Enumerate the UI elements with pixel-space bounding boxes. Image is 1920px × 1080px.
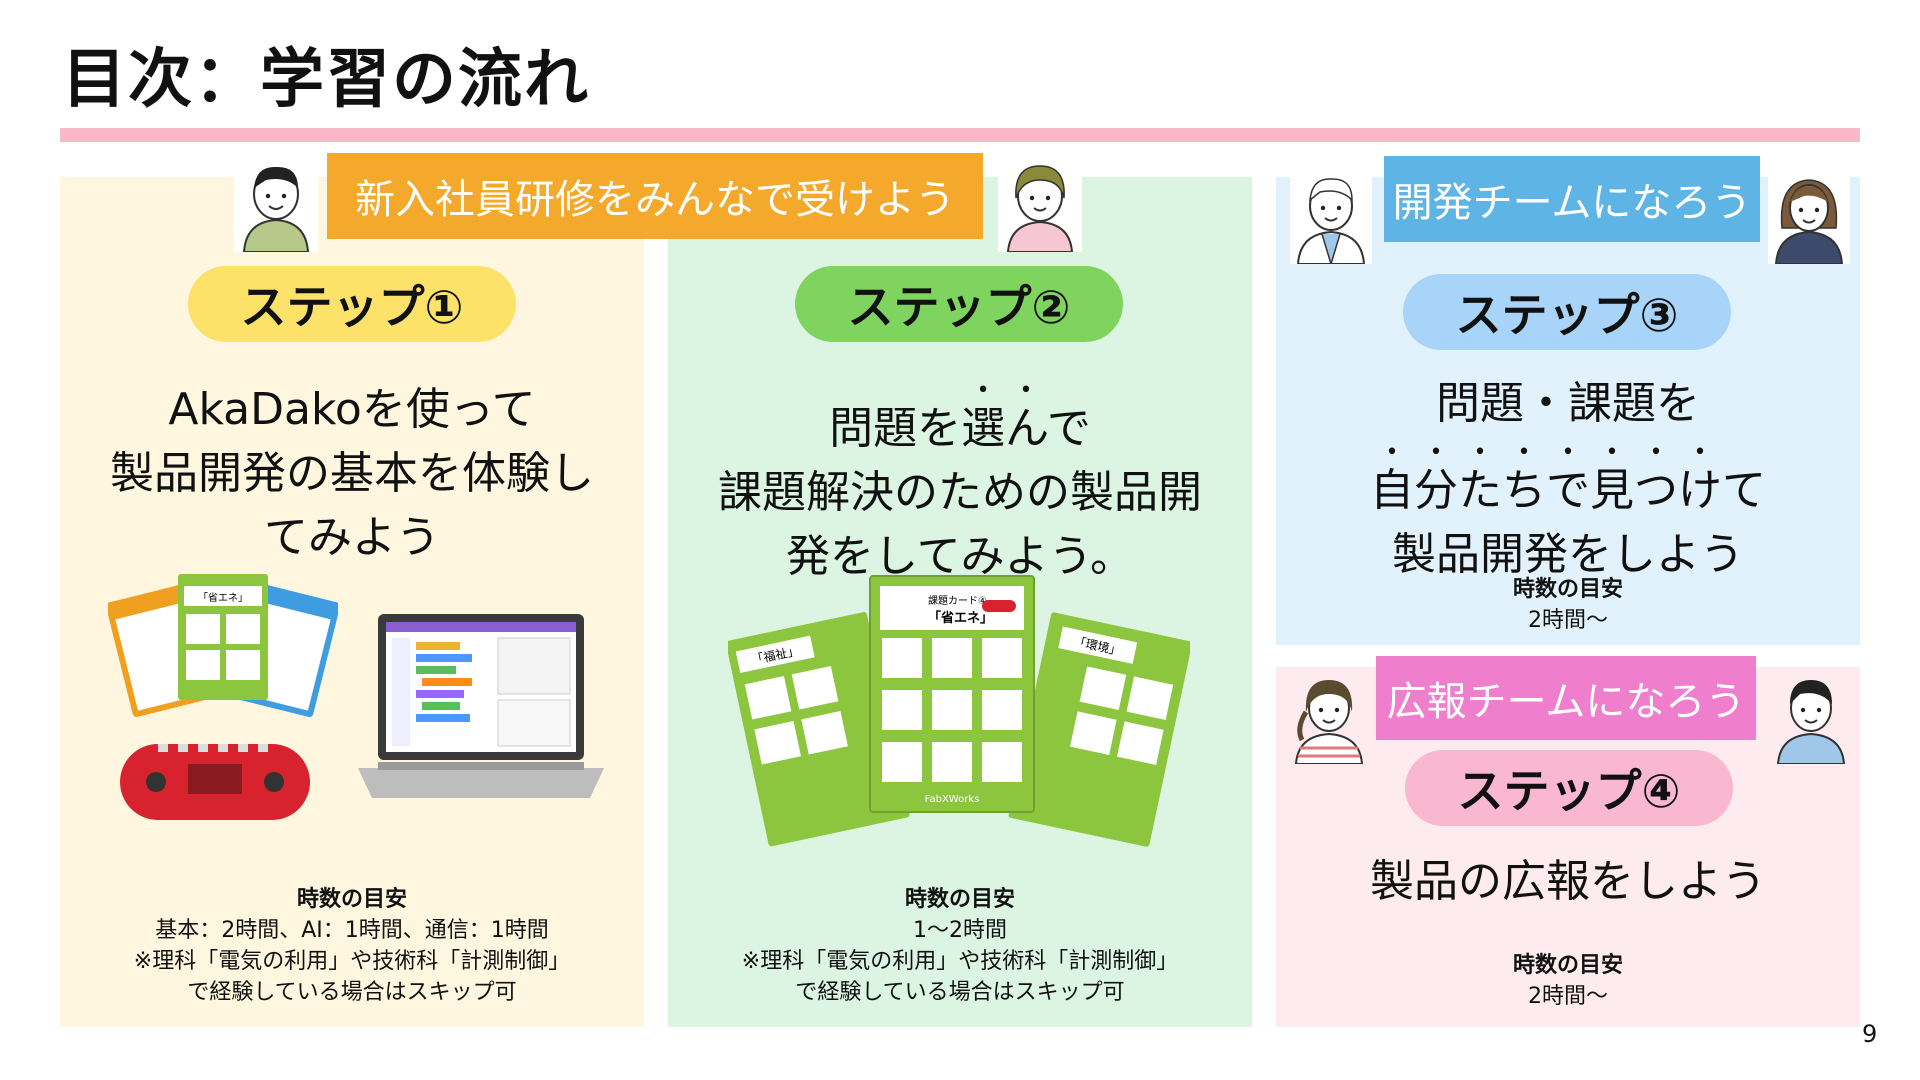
heading-line: 課題解決のための製品開	[718, 467, 1202, 518]
time-label: 時数の目安	[296, 887, 407, 912]
banner-pr-team: 広報チームになろう	[1376, 656, 1756, 740]
time-line: 2時間〜	[1528, 608, 1608, 633]
step-3-pill: ステップ③	[1403, 274, 1731, 350]
page-title: 目次：学習の流れ	[62, 43, 590, 117]
step-1-pill: ステップ①	[188, 266, 516, 342]
task-cards-image: 「福祉」 「環境」 課題カード④ 「省エネ」 FabXWorks	[728, 575, 1190, 847]
emphasized-text: 選ん	[961, 403, 1047, 454]
boy-blue-shirt-icon	[1290, 168, 1372, 264]
time-line: ※理科「電気の利用」や技術科「計測制御」	[741, 949, 1179, 974]
page-number: 9	[1862, 1020, 1878, 1048]
banner-dev-team: 開発チームになろう	[1384, 156, 1760, 242]
heading-line: 問題・課題を	[1436, 378, 1700, 429]
card-title-energy: 「省エネ」	[928, 610, 993, 626]
emphasized-text: 自分たちで見つけ	[1370, 465, 1722, 516]
heading-text: て	[1722, 465, 1766, 516]
time-label: 時数の目安	[1512, 577, 1623, 602]
time-label: 時数の目安	[904, 887, 1015, 912]
time-line: ※理科「電気の利用」や技術科「計測制御」	[133, 949, 571, 974]
time-label: 時数の目安	[1512, 953, 1623, 978]
heading-line: てみよう	[264, 512, 440, 563]
step-2-heading: 問題を選んで 課題解決のための製品開 発をしてみよう。	[678, 378, 1242, 589]
girl-pink-shirt-icon	[998, 158, 1082, 252]
boy-blue-sweater-icon	[1776, 680, 1846, 764]
time-line: 基本：2時間、AI：1時間、通信：1時間	[155, 918, 549, 943]
heading-line: 製品の広報をしよう	[1370, 856, 1766, 907]
banner-onboarding: 新入社員研修をみんなで受けよう	[327, 153, 983, 239]
boy-green-hoodie-icon	[234, 158, 318, 252]
step-2-pill: ステップ②	[795, 266, 1123, 342]
time-line: 1〜2時間	[913, 918, 1007, 943]
card-caption: 課題カード④	[928, 594, 987, 607]
step-4-pill: ステップ④	[1405, 750, 1733, 826]
akadako-board-image	[120, 744, 310, 820]
heading-text: で	[1046, 403, 1091, 454]
small-task-cards-image: 「省エネ」	[108, 574, 338, 718]
time-line: 2時間〜	[1528, 984, 1608, 1009]
heading-line: 製品開発の基本を体験し	[110, 448, 594, 499]
small-card-title: 「省エネ」	[198, 591, 248, 604]
card-brand: FabXWorks	[925, 794, 980, 805]
step-3-heading: 問題・課題を 自分たちで見つけて 製品開発をしよう	[1286, 372, 1850, 587]
step-1-time: 時数の目安 基本：2時間、AI：1時間、通信：1時間 ※理科「電気の利用」や技術…	[70, 884, 634, 1008]
step-4-time: 時数の目安 2時間〜	[1286, 950, 1850, 1012]
heading-line: AkaDakoを使って	[168, 384, 536, 435]
laptop-scratch-image	[358, 614, 604, 798]
time-line: で経験している場合はスキップ可	[795, 980, 1125, 1005]
step-3-time: 時数の目安 2時間〜	[1286, 574, 1850, 636]
step-1-heading: AkaDakoを使って 製品開発の基本を体験し てみよう	[70, 378, 634, 570]
girl-striped-shirt-icon	[1294, 680, 1364, 764]
step-2-time: 時数の目安 1〜2時間 ※理科「電気の利用」や技術科「計測制御」 で経験している…	[678, 884, 1242, 1008]
heading-line: 発をしてみよう。	[785, 531, 1135, 582]
title-underline	[60, 128, 1860, 142]
step-4-heading: 製品の広報をしよう	[1286, 850, 1850, 914]
heading-line: 製品開発をしよう	[1392, 529, 1744, 580]
heading-text: 問題を	[829, 403, 962, 454]
time-line: で経験している場合はスキップ可	[187, 980, 517, 1005]
woman-navy-shirt-icon	[1768, 168, 1850, 264]
panel-step-3	[1276, 177, 1860, 645]
